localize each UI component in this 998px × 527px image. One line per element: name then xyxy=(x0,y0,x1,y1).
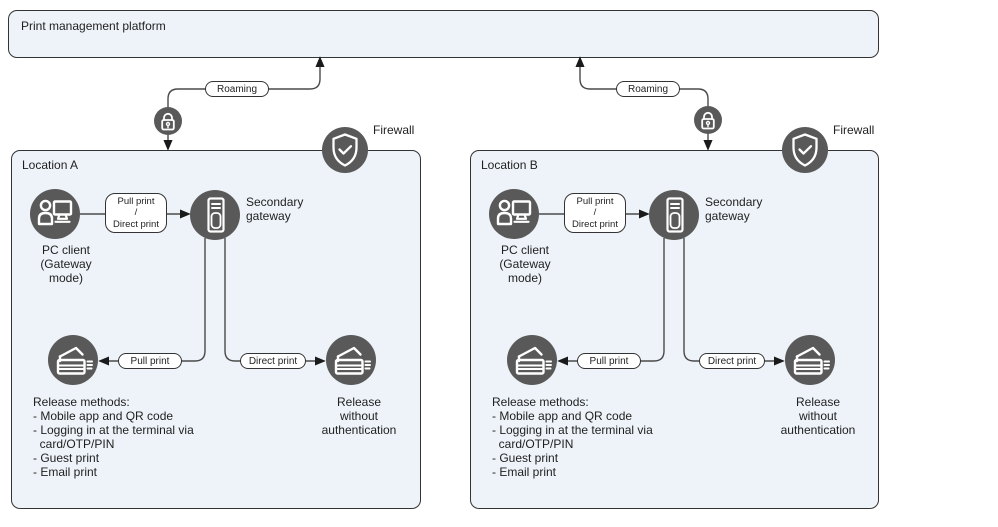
pull-print-pill: Pull print xyxy=(118,353,182,369)
printer-icon xyxy=(334,346,371,375)
release-without-auth-text: Release without authentication xyxy=(321,395,397,437)
pull-direct-label: Pull print / Direct print xyxy=(572,195,618,230)
release-methods-text: Release methods: - Mobile app and QR cod… xyxy=(492,395,653,479)
release-without-auth-text: Release without authentication xyxy=(780,395,856,437)
server-icon xyxy=(207,197,225,233)
pull-print-label: Pull print xyxy=(130,355,170,367)
pull-print-label: Pull print xyxy=(589,355,629,367)
roaming-pill-a: Roaming xyxy=(205,81,269,97)
direct-print-label: Direct print xyxy=(707,355,757,367)
pc-client-label: PC client (Gateway mode) xyxy=(40,243,92,285)
platform-title: Print management platform xyxy=(21,19,166,33)
platform-box: Print management platform xyxy=(8,10,879,58)
pull-printer-node xyxy=(48,335,98,385)
direct-print-pill: Direct print xyxy=(699,353,765,369)
pc-client-node xyxy=(489,189,539,239)
location-a-content: Location A Firewall PC client (Gateway m… xyxy=(11,123,421,509)
firewall-shield-check-icon xyxy=(782,127,828,173)
location-b-title: Location B xyxy=(481,158,538,172)
pull-print-pill: Pull print xyxy=(577,353,641,369)
lock-icon xyxy=(694,106,722,134)
roaming-label: Roaming xyxy=(627,83,669,95)
firewall-label: Firewall xyxy=(833,123,875,137)
server-icon xyxy=(666,197,684,233)
pull-direct-pill: Pull print / Direct print xyxy=(564,193,626,233)
location-b-content: Location B Firewall PC client (Gateway m… xyxy=(470,123,880,509)
secondary-gateway-label: Secondary gateway xyxy=(705,195,763,223)
user-workstation-icon xyxy=(496,199,532,226)
user-workstation-icon xyxy=(37,199,73,226)
roaming-connector-a xyxy=(163,56,325,151)
printer-icon xyxy=(515,346,552,375)
location-a-title: Location A xyxy=(22,158,79,172)
lock-icon xyxy=(154,107,182,135)
firewall-shield-check-icon xyxy=(322,127,368,173)
direct-print-pill: Direct print xyxy=(240,353,306,369)
pull-direct-label: Pull print / Direct print xyxy=(113,195,159,230)
secondary-gateway-node xyxy=(190,190,240,240)
printer-icon xyxy=(793,346,830,375)
direct-print-label: Direct print xyxy=(248,355,298,367)
roaming-pill-b: Roaming xyxy=(616,81,680,97)
printer-icon xyxy=(56,346,93,375)
pc-client-label: PC client (Gateway mode) xyxy=(499,243,551,285)
direct-printer-node xyxy=(326,335,376,385)
roaming-connector-b xyxy=(575,56,713,151)
release-methods-text: Release methods: - Mobile app and QR cod… xyxy=(33,395,194,479)
pull-printer-node xyxy=(507,335,557,385)
secondary-gateway-node xyxy=(649,190,699,240)
pc-client-node xyxy=(30,189,80,239)
secondary-gateway-label: Secondary gateway xyxy=(246,195,304,223)
direct-printer-node xyxy=(785,335,835,385)
firewall-label: Firewall xyxy=(373,123,415,137)
roaming-label: Roaming xyxy=(216,83,258,95)
pull-direct-pill: Pull print / Direct print xyxy=(105,193,167,233)
